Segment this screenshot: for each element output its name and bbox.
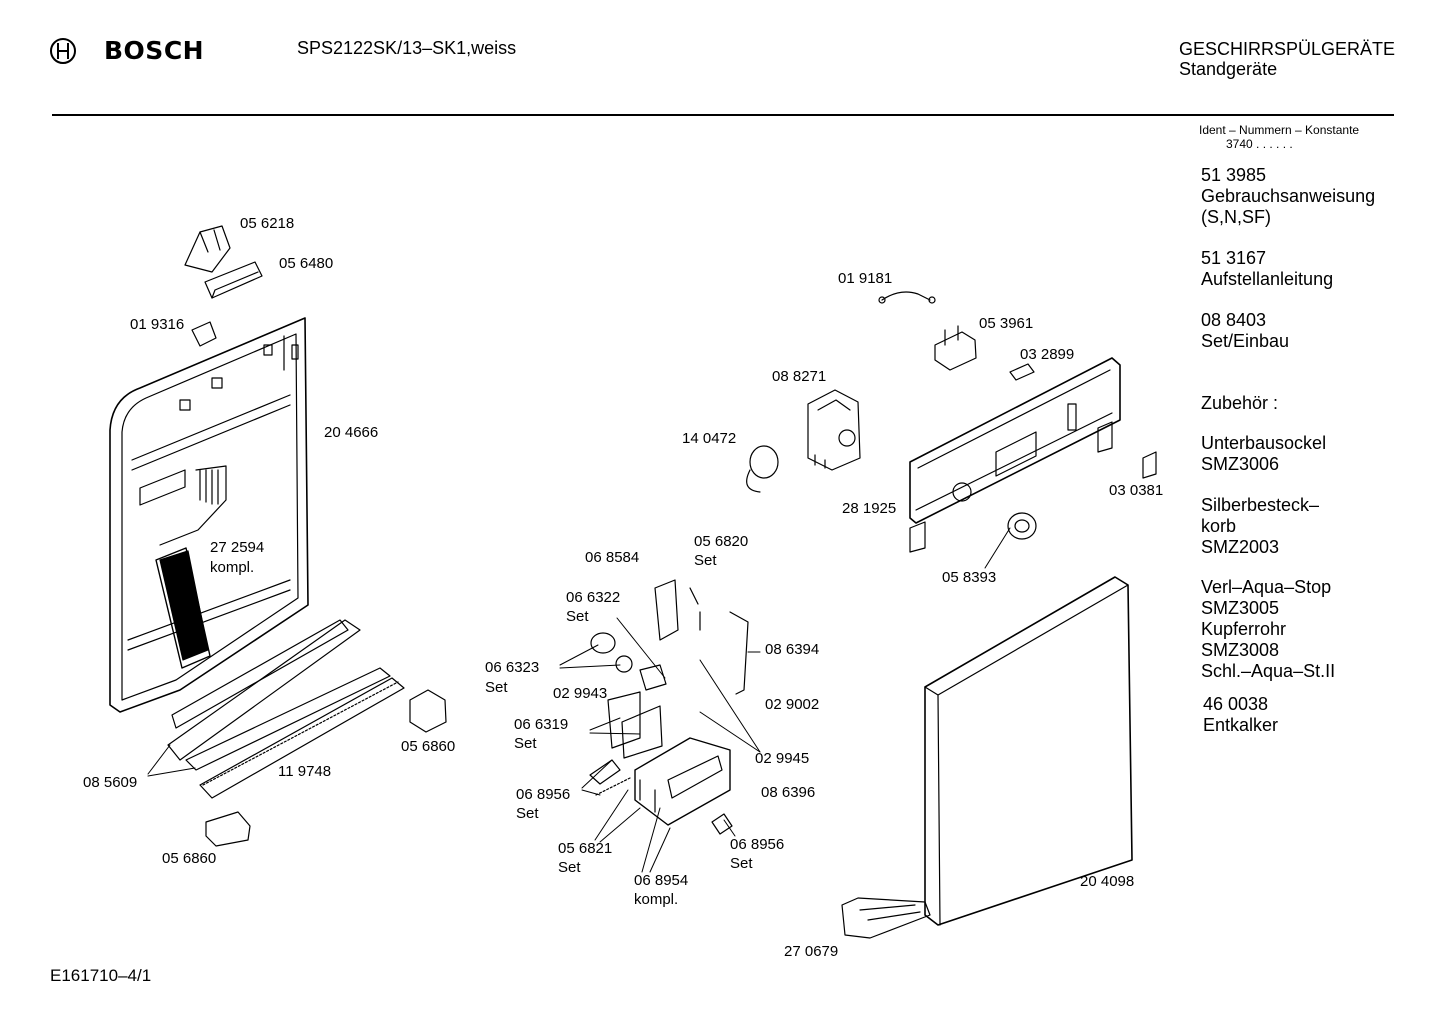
door-hinge-bracket	[841, 897, 931, 939]
ident-label: Ident – Nummern – Konstante	[1199, 123, 1360, 137]
part-label-suffix: Set	[485, 679, 508, 696]
part-label: 05 8393	[942, 569, 997, 586]
part-label: 06 6323	[485, 659, 540, 676]
part-label: 06 6322	[566, 589, 621, 606]
brand-name: BOSCH	[104, 36, 205, 65]
part-label: 08 6396	[761, 784, 816, 801]
part-label: 02 9002	[765, 696, 820, 713]
bosch-armature-icon	[50, 37, 76, 64]
part-description: SMZ3008	[1201, 640, 1280, 660]
part-description: (S,N,SF)	[1201, 207, 1271, 227]
part-label: 03 0381	[1109, 482, 1164, 499]
drawing-id: E161710–4/1	[50, 966, 152, 985]
sidebar-entry-base: Unterbausockel SMZ3006	[1201, 433, 1326, 475]
part-number: 46 0038	[1203, 694, 1269, 714]
part-label: 05 6480	[279, 255, 334, 272]
leader-lines	[147, 527, 1011, 873]
part-label: 11 9748	[278, 763, 332, 780]
part-label: 06 8584	[585, 549, 640, 566]
sidebar-entry-cutlery: Silberbesteck– korb SMZ2003	[1201, 495, 1319, 558]
part-label: 05 6820	[694, 533, 749, 550]
sidebar-entry-descaler: 46 0038 Entkalker	[1203, 694, 1278, 736]
small-clip	[1009, 363, 1035, 381]
wire-clip	[878, 291, 936, 304]
outer-door-panel	[924, 576, 1133, 926]
part-label: 08 8271	[772, 368, 827, 385]
part-label-suffix: Set	[514, 735, 537, 752]
part-description: Silberbesteck–	[1201, 495, 1320, 515]
part-description: SMZ2003	[1201, 537, 1280, 557]
part-number: 08 8403	[1201, 310, 1267, 330]
part-label: 02 9945	[755, 750, 810, 767]
inner-door-panel	[109, 317, 309, 713]
ident-constant: 3740 . . . . . .	[1226, 137, 1293, 151]
part-label: 01 9316	[130, 316, 185, 333]
part-label: 05 6218	[240, 215, 295, 232]
bosch-logo: BOSCH	[50, 36, 204, 65]
part-label: 06 8956	[730, 836, 785, 853]
part-label: 20 4098	[1080, 873, 1135, 890]
header-divider	[52, 114, 1394, 116]
part-label-suffix: Set	[694, 552, 717, 569]
part-label-suffix: Set	[516, 805, 539, 822]
sidebar-entry-aquastop: Verl–Aqua–Stop SMZ3005 Kupferrohr SMZ300…	[1201, 577, 1335, 682]
part-description: Kupferrohr	[1201, 619, 1287, 639]
sidebar-entry-manual: 51 3985 Gebrauchsanweisung (S,N,SF)	[1201, 165, 1375, 228]
part-description: Entkalker	[1203, 715, 1279, 735]
category-main: GESCHIRRSPÜLGERÄTE	[1179, 39, 1396, 59]
part-label: 02 9943	[553, 685, 608, 702]
ident-block: Ident – Nummern – Konstante 3740 . . . .…	[1199, 123, 1359, 151]
part-label-suffix: kompl.	[634, 891, 679, 908]
part-label: 05 6860	[401, 738, 456, 755]
part-label-suffix: kompl.	[210, 559, 255, 576]
part-label: 08 5609	[83, 774, 138, 791]
part-description: Unterbausockel	[1201, 433, 1327, 453]
part-description: korb	[1201, 516, 1237, 536]
part-label-suffix: Set	[730, 855, 753, 872]
part-label: 05 6860	[162, 850, 217, 867]
part-label: 06 8956	[516, 786, 571, 803]
part-label: 06 6319	[514, 716, 569, 733]
model-number: SPS2122SK/13–SK1,weiss	[297, 38, 517, 58]
timer-knob-cam	[746, 445, 779, 493]
part-number: 51 3985	[1201, 165, 1267, 185]
part-label: 03 2899	[1020, 346, 1075, 363]
part-description: Gebrauchsanweisung	[1201, 186, 1376, 206]
part-description: Aufstellanleitung	[1201, 269, 1334, 289]
part-label: 05 3961	[979, 315, 1034, 332]
sidebar-entry-set: 08 8403 Set/Einbau	[1201, 310, 1289, 352]
part-label: 28 1925	[842, 500, 897, 517]
sidebar-entry-install: 51 3167 Aufstellanleitung	[1201, 248, 1333, 290]
part-label: 08 6394	[765, 641, 820, 658]
control-panel-fascia	[909, 357, 1121, 553]
timer-unit	[807, 389, 861, 471]
part-description: SMZ3005	[1201, 598, 1280, 618]
end-cap	[1142, 451, 1157, 479]
part-description: SMZ3006	[1201, 454, 1280, 474]
category-sub: Standgeräte	[1179, 59, 1278, 79]
part-label: 01 9181	[838, 270, 893, 287]
part-label: 05 6821	[558, 840, 613, 857]
part-label: 27 2594	[210, 539, 265, 556]
control-knob	[1007, 512, 1037, 540]
category-title: GESCHIRRSPÜLGERÄTE Standgeräte	[1179, 39, 1395, 79]
part-label-suffix: Set	[558, 859, 581, 876]
sidebar-accessories-heading: Zubehör :	[1201, 393, 1279, 413]
part-label: 06 8954	[634, 872, 689, 889]
part-label: 14 0472	[682, 430, 737, 447]
part-label: 27 0679	[784, 943, 839, 960]
part-description: Schl.–Aqua–St.II	[1201, 661, 1336, 681]
cable-strip	[155, 547, 211, 669]
part-description: Set/Einbau	[1201, 331, 1290, 351]
part-label-suffix: Set	[566, 608, 589, 625]
detergent-dispenser	[589, 579, 749, 835]
door-lock-parts	[184, 225, 263, 347]
part-description: Verl–Aqua–Stop	[1201, 577, 1332, 597]
door-bottom-strips	[167, 619, 447, 847]
part-number: 51 3167	[1201, 248, 1267, 268]
part-label: 20 4666	[324, 424, 379, 441]
bracket	[934, 325, 977, 371]
